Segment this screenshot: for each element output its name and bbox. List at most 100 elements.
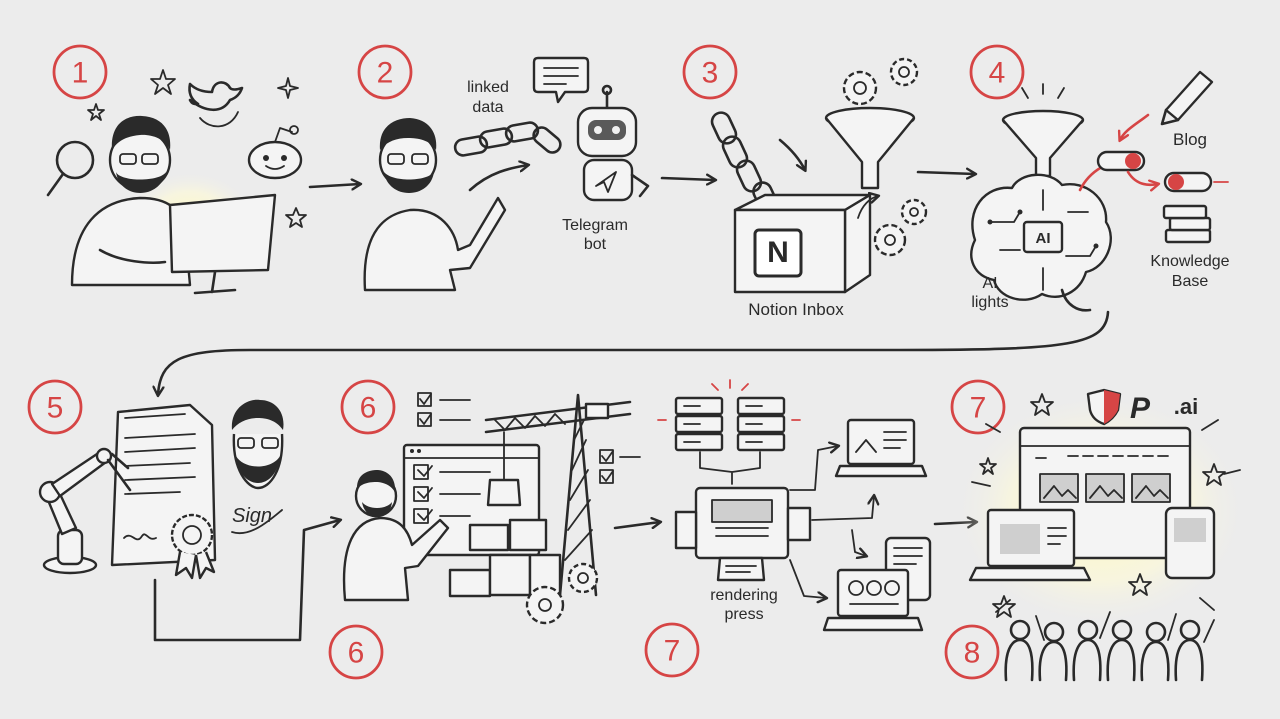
flow-arrow	[613, 522, 660, 530]
sparkle-rays	[971, 419, 1241, 613]
star-icon	[285, 207, 307, 228]
star-icon	[150, 69, 176, 95]
server-icon	[674, 396, 724, 452]
star-icon	[1202, 463, 1226, 486]
gear-icon	[567, 562, 599, 594]
star-icon	[979, 457, 997, 475]
output-arrow	[1120, 113, 1150, 140]
gear-icon	[873, 223, 907, 257]
step-8-publish: 7 P .ai	[944, 379, 1250, 682]
step-number-circle	[644, 622, 700, 678]
step-number-circle	[52, 44, 108, 100]
books-icon	[1162, 204, 1212, 244]
domain-label: .ai	[1174, 394, 1198, 419]
star-icon	[277, 77, 299, 99]
step-number-circle	[950, 379, 1006, 435]
flow-arrow	[916, 172, 975, 174]
checklist-icon	[417, 392, 471, 427]
step-number: 6	[348, 637, 365, 670]
researcher-person	[70, 115, 192, 287]
gear-icon	[525, 585, 565, 625]
step-6-build: 6	[340, 379, 641, 625]
rendering-press-label-2: press	[724, 606, 763, 623]
chain-icon	[710, 111, 778, 213]
star-icon	[1030, 393, 1054, 416]
step-number-circle	[944, 624, 1000, 680]
twitter-bird-icon	[188, 81, 244, 128]
author-portrait	[231, 399, 284, 490]
linked-data-label-2: data	[472, 99, 503, 116]
toggle-icon	[1163, 171, 1213, 193]
telegram-bot-label: Telegram	[562, 217, 628, 234]
blog-label: Blog	[1173, 130, 1207, 149]
brand-logo: P	[1130, 392, 1151, 425]
flow-arrow	[468, 165, 528, 192]
gear-icon	[889, 57, 919, 87]
capturer-person	[363, 118, 507, 292]
laptop-icon	[968, 508, 1092, 582]
step-number-circle	[340, 379, 396, 435]
step-number: 4	[989, 57, 1006, 90]
seal-icon	[170, 513, 216, 580]
notion-inbox-label: Notion Inbox	[748, 300, 844, 319]
tablet-icon	[1164, 506, 1216, 580]
notion-logo: N	[767, 236, 789, 269]
step-number: 2	[377, 57, 394, 90]
step-number: 5	[47, 392, 64, 425]
step-number: 7	[970, 392, 987, 425]
step-number: 6	[360, 392, 377, 425]
server-icon	[736, 396, 786, 452]
step-1-research: 1	[46, 44, 307, 295]
step-number-circle	[682, 44, 738, 100]
builder-person	[342, 470, 450, 602]
flow-arrow	[660, 178, 715, 180]
funnel-icon	[1001, 83, 1085, 178]
robot-icon	[576, 84, 650, 202]
star-icon	[992, 595, 1016, 618]
brain-icon: AI	[970, 173, 1112, 312]
ai-lights-label: AI	[982, 275, 997, 292]
audience-icon	[1004, 611, 1215, 682]
step-7-rendering: 7 rendering press	[644, 379, 932, 678]
step-number: 1	[72, 57, 89, 90]
step-3-inbox: 3 N Notion Inbox	[682, 44, 928, 319]
step-number: 7	[664, 635, 681, 668]
telegram-bot-label-2: bot	[584, 236, 607, 253]
step-number-circle	[328, 624, 384, 680]
chain-icon	[453, 121, 562, 157]
linked-data-label: linked	[467, 79, 509, 96]
star-icon	[87, 103, 105, 121]
chat-bubble-icon	[532, 56, 590, 104]
printing-press-icon	[674, 486, 812, 582]
funnel-icon	[824, 106, 916, 190]
signature-text: Sign	[232, 505, 272, 527]
robot-arm-icon	[38, 447, 132, 575]
monitor-icon	[168, 193, 277, 295]
step-2-capture: 2 linked data	[357, 44, 650, 292]
telegram-icon	[595, 171, 617, 193]
reddit-icon	[247, 125, 303, 180]
ai-lights-label-2: lights	[971, 294, 1008, 311]
shield-icon	[1086, 388, 1122, 426]
laptop-icon	[822, 568, 924, 632]
gear-icon	[842, 70, 878, 106]
step-number-circle	[357, 44, 413, 100]
toggle-icon	[1096, 150, 1146, 172]
notion-box-icon: N	[733, 193, 872, 294]
star-icon	[1128, 573, 1152, 596]
ai-chip-label: AI	[1036, 230, 1051, 247]
step-number-circle	[969, 44, 1025, 100]
rendering-press-label: rendering	[710, 587, 778, 604]
step-number: 8	[964, 637, 981, 670]
gear-icon	[900, 198, 928, 226]
step-4-ai-processing: 4 AI AI lights	[969, 44, 1230, 312]
flow-arrow-return	[158, 310, 1110, 395]
knowledge-base-label: Knowledge	[1150, 253, 1229, 270]
crane-icon	[484, 393, 632, 597]
step-number: 3	[702, 57, 719, 90]
checklist-icon	[599, 449, 641, 484]
step-number-circle	[27, 379, 83, 435]
knowledge-base-label-2: Base	[1172, 273, 1209, 290]
